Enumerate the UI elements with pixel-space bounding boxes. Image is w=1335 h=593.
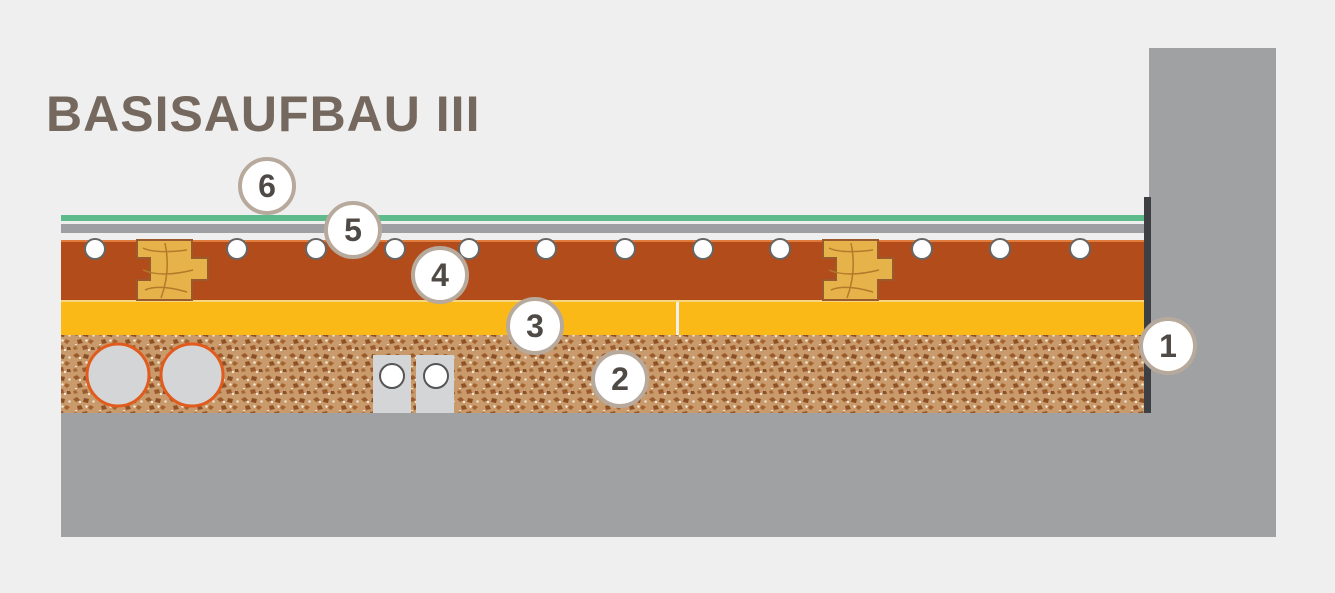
heating-pipe-5 [458, 238, 480, 260]
heating-board-layer [61, 240, 1145, 300]
diagram-title: BASISAUFBAU III [46, 86, 481, 142]
insulation-board-right [679, 301, 1145, 335]
large-pipe-2 [159, 342, 225, 408]
load-distribution-sheet [61, 224, 1144, 233]
heating-pipes [84, 238, 1091, 260]
wood-batten-1 [136, 239, 209, 301]
marker-2: 2 [591, 350, 649, 408]
top-membrane [61, 215, 1144, 221]
marker-3: 3 [506, 297, 564, 355]
wood-batten-2-grain [828, 242, 880, 299]
marker-6: 6 [238, 157, 296, 215]
small-pipe-1 [379, 363, 405, 389]
heating-pipe-9 [769, 238, 791, 260]
wood-batten-2 [822, 239, 894, 301]
wood-batten-1-grain [142, 242, 194, 299]
concrete-wall [1149, 48, 1276, 537]
heating-pipe-10 [911, 238, 933, 260]
heating-pipe-2 [226, 238, 248, 260]
heating-pipe-1 [84, 238, 106, 260]
heating-pipe-12 [1069, 238, 1091, 260]
small-pipe-2 [423, 363, 449, 389]
heating-pipe-8 [692, 238, 714, 260]
edge-strip [1144, 197, 1151, 413]
heating-pipe-11 [989, 238, 1011, 260]
heating-pipe-6 [535, 238, 557, 260]
insulation-board-left [61, 301, 676, 335]
large-pipe-1 [85, 342, 151, 408]
marker-5: 5 [324, 201, 382, 259]
heating-pipe-3 [305, 238, 327, 260]
concrete-slab [61, 412, 1276, 537]
heating-pipe-4 [384, 238, 406, 260]
heating-pipe-7 [614, 238, 636, 260]
marker-1: 1 [1139, 317, 1197, 375]
marker-4: 4 [411, 246, 469, 304]
